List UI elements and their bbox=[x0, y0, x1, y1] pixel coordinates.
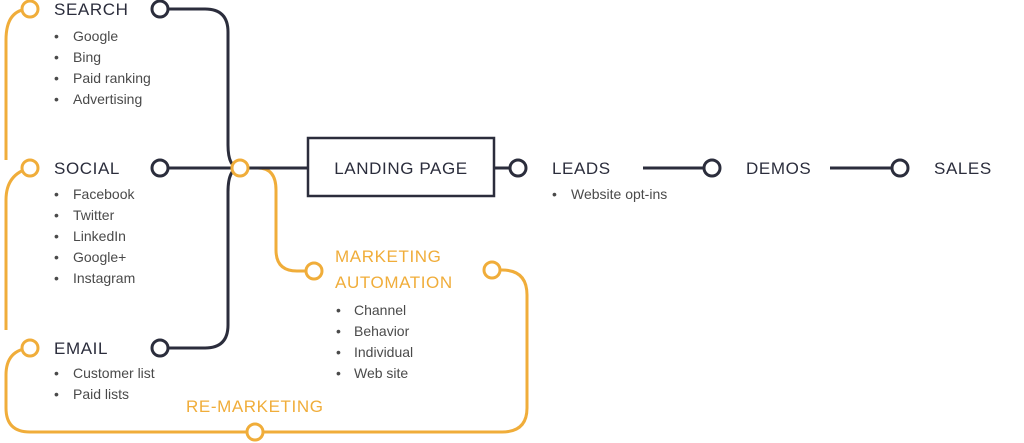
email-dark-node bbox=[150, 338, 170, 358]
hub-automation-connector bbox=[240, 166, 314, 273]
automation-item: Behavior bbox=[354, 323, 410, 339]
email-item: Paid lists bbox=[73, 386, 129, 402]
email-title: EMAIL bbox=[54, 339, 108, 358]
bullet-mark: • bbox=[54, 228, 59, 244]
social-item: Facebook bbox=[73, 186, 135, 202]
bullet-mark: • bbox=[336, 365, 341, 381]
automation-item: Individual bbox=[354, 344, 413, 360]
bullet-mark: • bbox=[336, 344, 341, 360]
social-item: Google+ bbox=[73, 249, 126, 265]
search-item: Advertising bbox=[73, 91, 142, 107]
automation-title-line1: MARKETING bbox=[335, 247, 441, 266]
search-remarketing-connector bbox=[4, 7, 31, 160]
bullet-mark: • bbox=[54, 270, 59, 286]
landing-page-box bbox=[306, 136, 496, 198]
remarketing-node bbox=[245, 422, 265, 442]
bullet-mark: • bbox=[54, 249, 59, 265]
bullet-mark: • bbox=[54, 186, 59, 202]
search-hub-connector bbox=[160, 7, 241, 170]
search-dark-node bbox=[150, 0, 170, 19]
automation-node bbox=[304, 261, 324, 281]
social-title: SOCIAL bbox=[54, 159, 120, 178]
automation-item: Channel bbox=[354, 302, 406, 318]
bullet-mark: • bbox=[336, 302, 341, 318]
search-item: Bing bbox=[73, 49, 101, 65]
leads-item: Website opt-ins bbox=[571, 186, 667, 202]
bullet-mark: • bbox=[54, 70, 59, 86]
automation-item: Web site bbox=[354, 365, 408, 381]
email-orange-node bbox=[20, 338, 40, 358]
landing-page-title: LANDING PAGE bbox=[334, 159, 467, 178]
social-remarketing-connector bbox=[4, 166, 31, 330]
email-remarketing-connector bbox=[4, 268, 529, 434]
search-item: Paid ranking bbox=[73, 70, 151, 86]
bullet-mark: • bbox=[54, 91, 59, 107]
demos-node bbox=[702, 158, 722, 178]
search-item: Google bbox=[73, 28, 118, 44]
search-orange-node bbox=[20, 0, 40, 19]
social-item: Instagram bbox=[73, 270, 135, 286]
sales-title: SALES bbox=[934, 159, 992, 178]
bullet-mark: • bbox=[54, 207, 59, 223]
social-orange-node bbox=[20, 158, 40, 178]
email-item: Customer list bbox=[73, 365, 155, 381]
bullet-mark: • bbox=[552, 186, 557, 202]
search-title: SEARCH bbox=[54, 0, 128, 19]
automation-exit-node bbox=[482, 260, 502, 280]
sales-node bbox=[890, 158, 910, 178]
social-item: LinkedIn bbox=[73, 228, 126, 244]
email-hub-connector bbox=[160, 166, 241, 350]
bullet-mark: • bbox=[54, 49, 59, 65]
social-item: Twitter bbox=[73, 207, 115, 223]
bullet-mark: • bbox=[336, 323, 341, 339]
social-dark-node bbox=[150, 158, 170, 178]
demos-title: DEMOS bbox=[746, 159, 811, 178]
leads-title: LEADS bbox=[552, 159, 611, 178]
bullet-mark: • bbox=[54, 365, 59, 381]
automation-title-line2: AUTOMATION bbox=[335, 273, 453, 292]
bullet-mark: • bbox=[54, 28, 59, 44]
leads-node bbox=[508, 158, 528, 178]
bullet-mark: • bbox=[54, 386, 59, 402]
remarketing-title: RE-MARKETING bbox=[186, 397, 324, 416]
hub-node bbox=[230, 158, 250, 178]
